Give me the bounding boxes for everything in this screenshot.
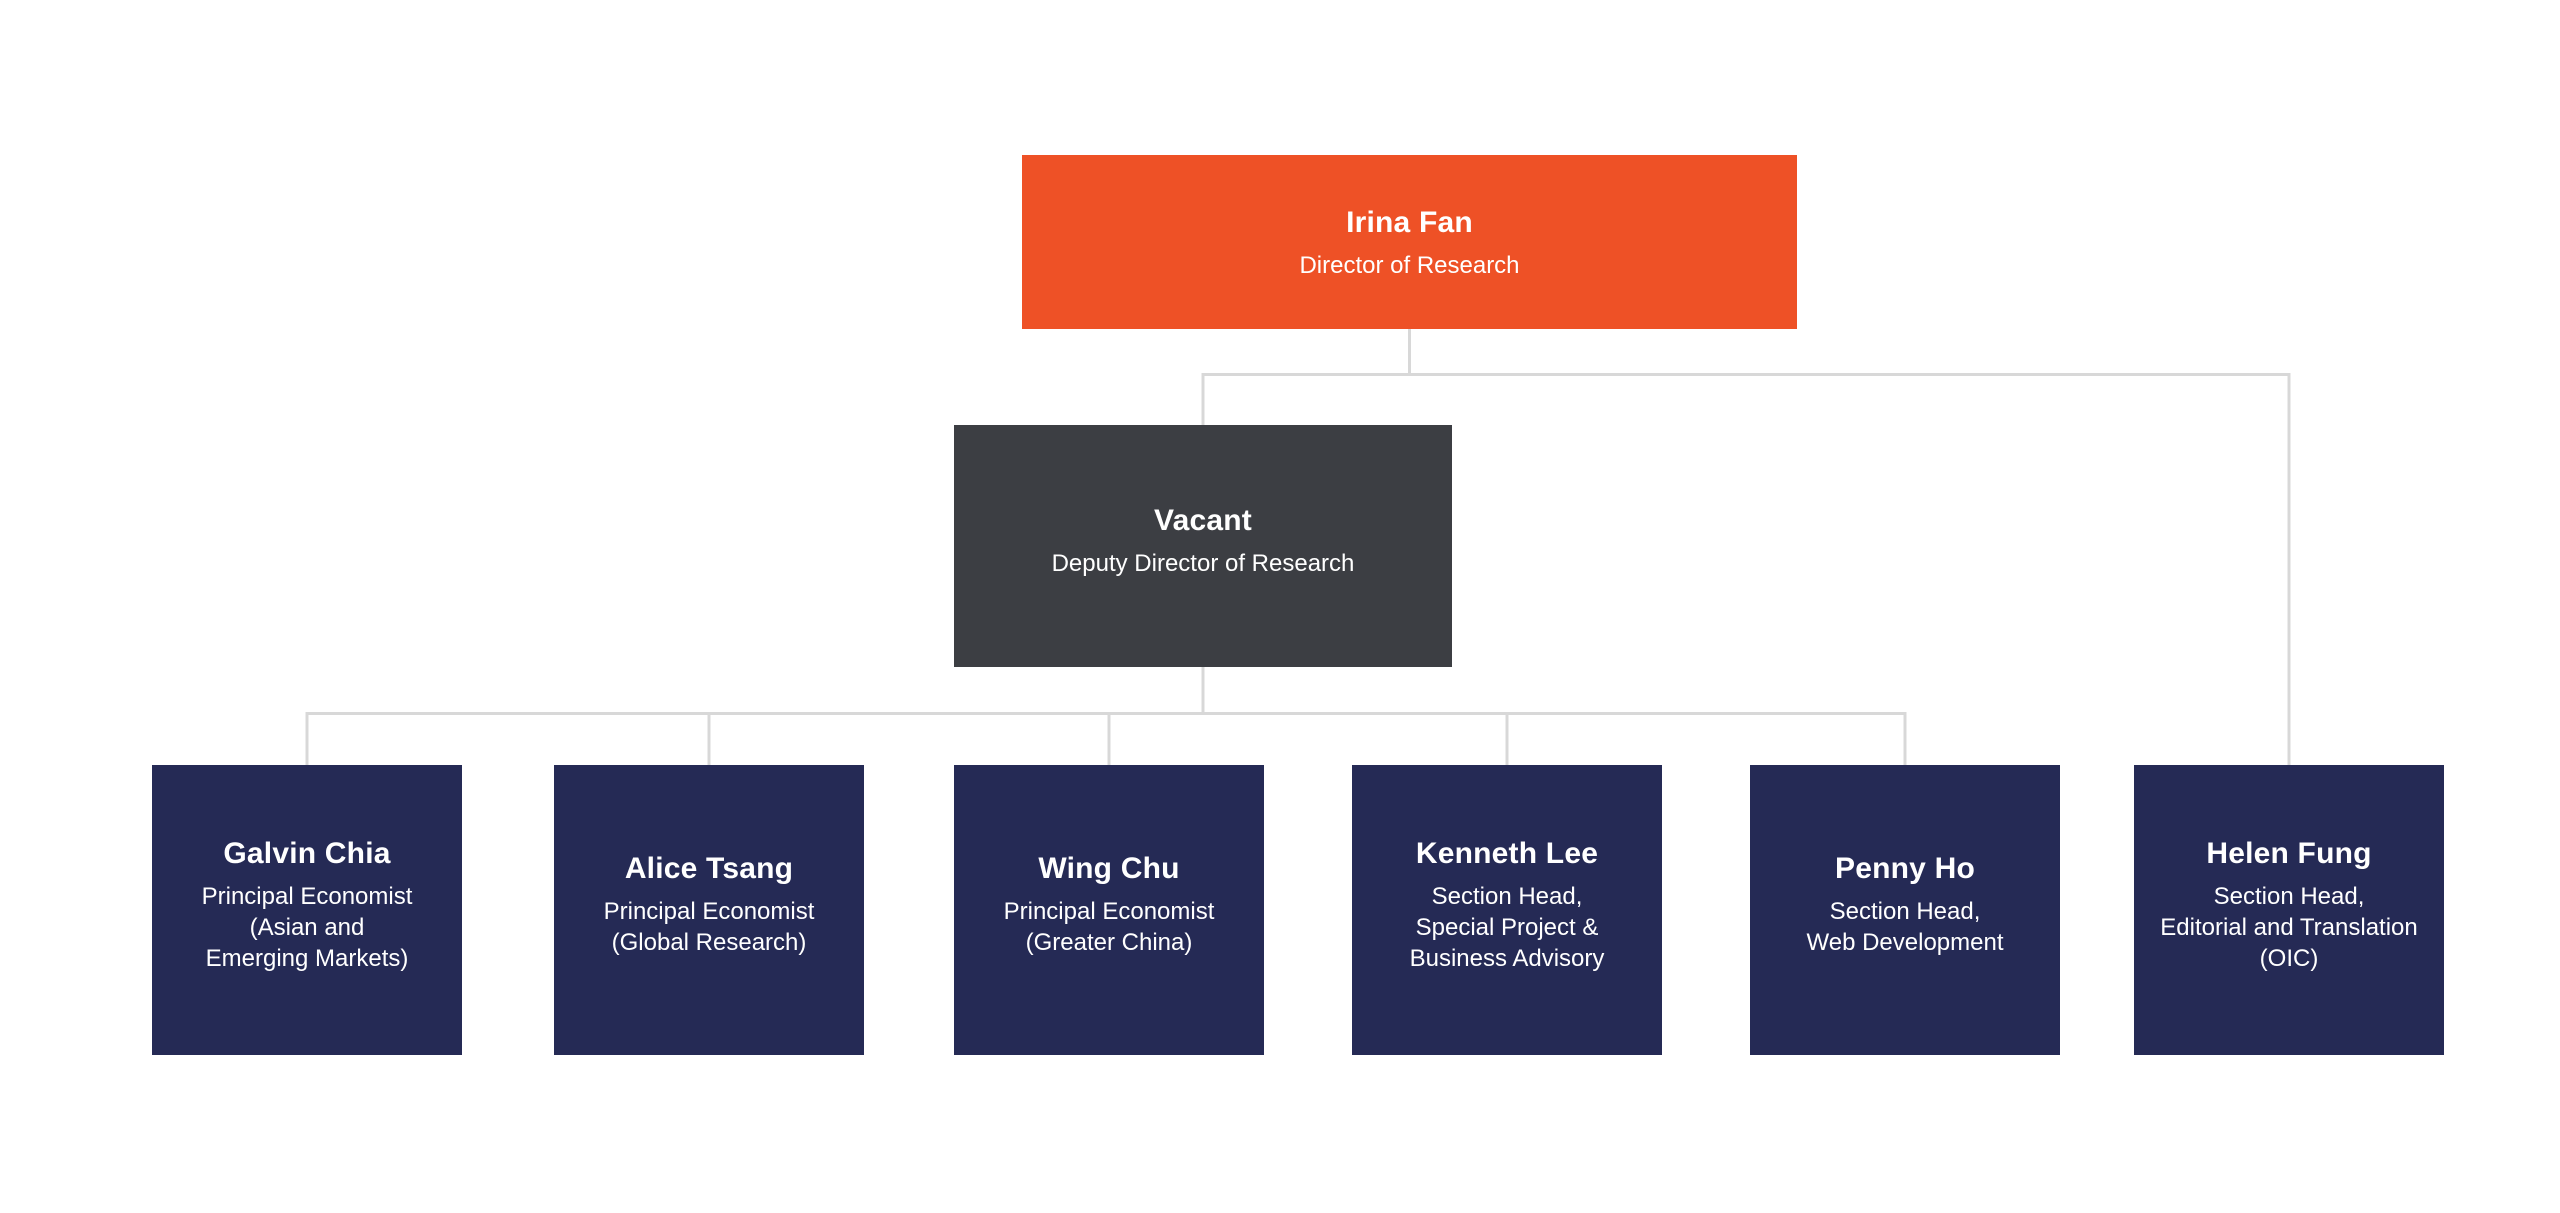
- person-title: Director of Research: [1299, 250, 1519, 281]
- org-node-galvin-chia: Galvin Chia Principal Economist (Asian a…: [152, 765, 462, 1055]
- title-line: Principal Economist: [201, 882, 413, 910]
- connector-deputy-branch: [305, 712, 1907, 765]
- title-line: (Global Research): [611, 929, 807, 956]
- title-line: Web Development: [1806, 929, 2004, 956]
- org-node-wing-chu: Wing Chu Principal Economist (Greater Ch…: [954, 765, 1264, 1055]
- person-name: Penny Ho: [1835, 852, 1975, 885]
- person-title: Deputy Director of Research: [1052, 548, 1355, 579]
- person-name: Alice Tsang: [624, 852, 794, 885]
- person-name: Vacant: [1154, 503, 1252, 537]
- person-title: Principal Economist (Greater China): [1004, 896, 1215, 958]
- person-title: Principal Economist (Asian and Emerging …: [202, 881, 413, 974]
- title-line: Section Head,: [1829, 898, 1981, 925]
- person-name: Helen Fung: [2206, 836, 2372, 870]
- title-line: Principal Economist: [603, 898, 815, 925]
- title-line: Section Head,: [1431, 882, 1583, 910]
- person-name: Wing Chu: [1038, 852, 1180, 885]
- title-line: Emerging Markets): [205, 944, 409, 972]
- org-node-penny-ho: Penny Ho Section Head, Web Development: [1750, 765, 2060, 1055]
- title-line: Section Head,: [2213, 882, 2365, 910]
- title-line: Editorial and Translation: [2160, 913, 2418, 941]
- org-node-helen-fung: Helen Fung Section Head, Editorial and T…: [2134, 765, 2444, 1055]
- title-line: (Greater China): [1025, 929, 1193, 956]
- person-title: Section Head, Web Development: [1807, 896, 2004, 958]
- person-title: Principal Economist (Global Research): [604, 896, 815, 958]
- org-node-director: Irina Fan Director of Research: [1022, 155, 1797, 329]
- title-line: (Asian and: [249, 913, 365, 941]
- person-title: Section Head, Special Project & Business…: [1410, 881, 1605, 974]
- title-line: (OIC): [2259, 944, 2319, 972]
- person-name: Kenneth Lee: [1415, 836, 1599, 870]
- title-line: Deputy Director of Research: [1051, 549, 1355, 577]
- title-line: Business Advisory: [1409, 944, 1605, 972]
- title-line: Principal Economist: [1003, 898, 1215, 925]
- title-line: Director of Research: [1299, 251, 1520, 279]
- title-line: Special Project &: [1415, 913, 1599, 941]
- person-title: Section Head, Editorial and Translation …: [2160, 881, 2417, 974]
- person-name: Galvin Chia: [223, 836, 391, 870]
- person-name: Irina Fan: [1346, 205, 1473, 239]
- org-node-kenneth-lee: Kenneth Lee Section Head, Special Projec…: [1352, 765, 1662, 1055]
- org-node-deputy-director: Vacant Deputy Director of Research: [954, 425, 1452, 667]
- org-node-alice-tsang: Alice Tsang Principal Economist (Global …: [554, 765, 864, 1055]
